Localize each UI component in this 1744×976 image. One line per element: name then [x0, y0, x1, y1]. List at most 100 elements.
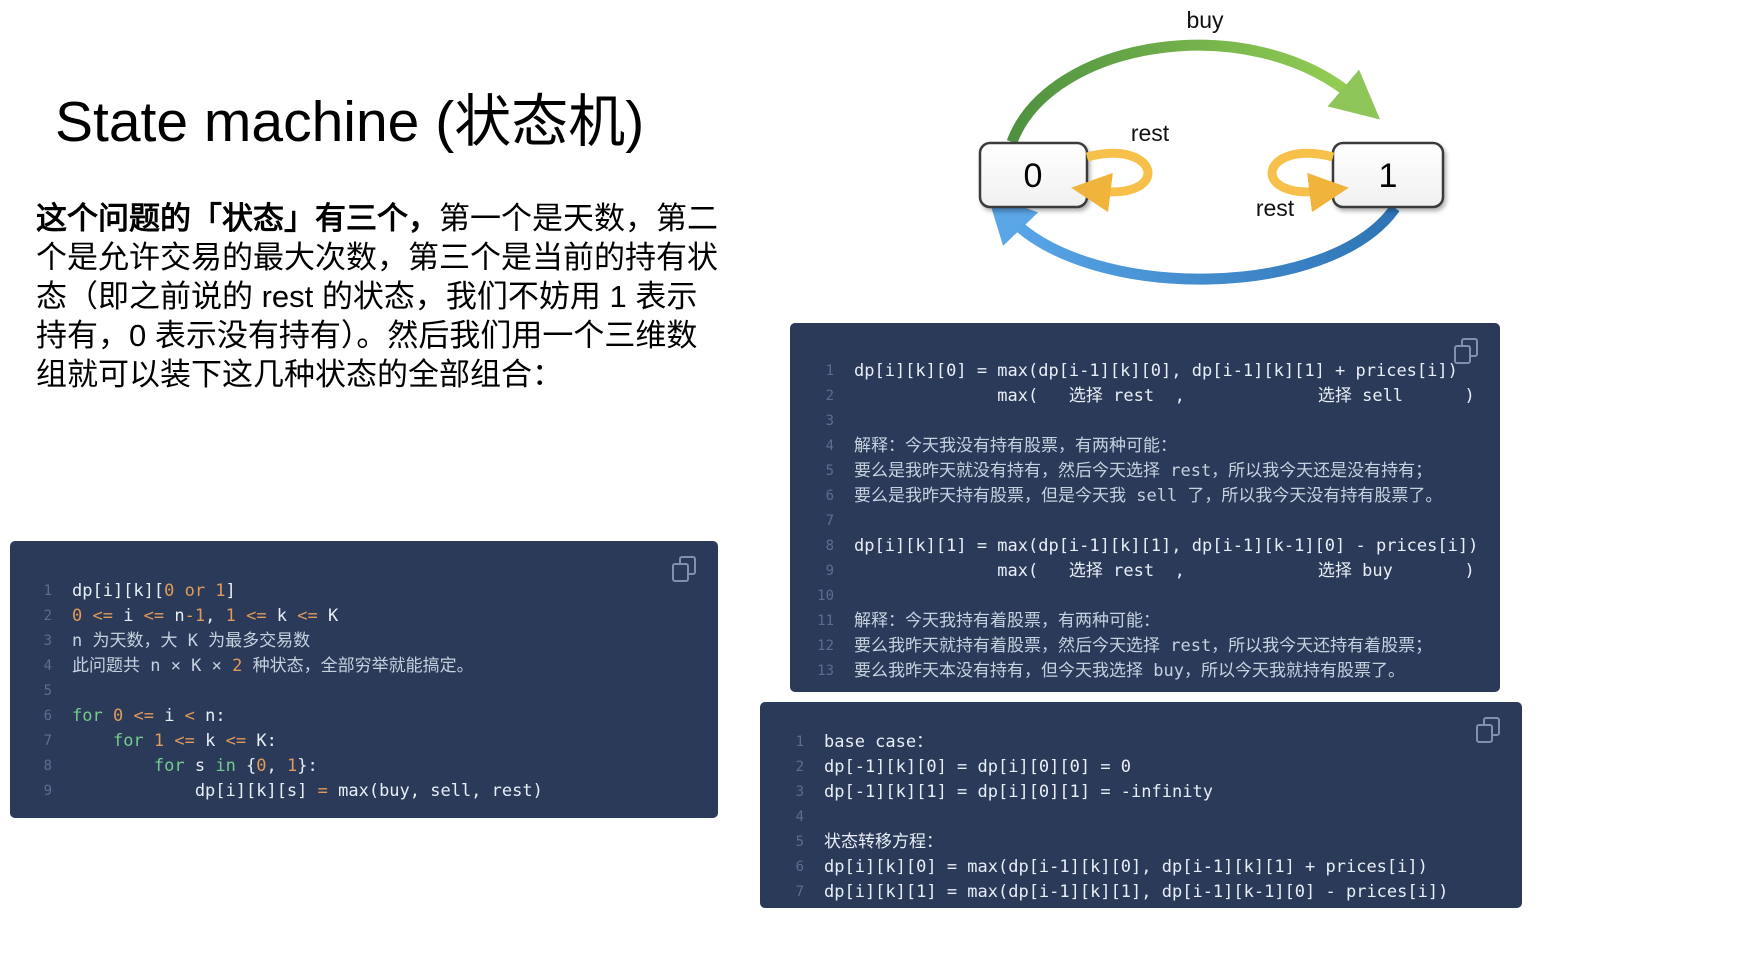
code-text: 解释：今天我持有着股票，有两种可能：: [854, 611, 1160, 631]
line-number: 6: [43, 708, 52, 724]
code-text: for 1 <= k <= K:: [112, 731, 277, 751]
line-number: 7: [795, 884, 804, 900]
code-line: 9 max( 选择 rest , 选择 buy ): [802, 559, 1500, 584]
line-number: 10: [817, 588, 834, 604]
code-text: 要么我昨天本没有持有，但今天我选择 buy，所以今天我就持有股票了。: [854, 661, 1405, 681]
code-text: n 为天数，大 K 为最多交易数: [72, 631, 311, 651]
code-text: dp[i][k][s] = max(buy, sell, rest): [72, 781, 543, 801]
line-number: 5: [795, 834, 804, 850]
paragraph-bold-lead: 这个问题的「状态」有三个，: [36, 201, 439, 236]
line-number: 8: [825, 538, 834, 554]
code-text: dp[i][k][1] = max(dp[i-1][k][1], dp[i-1]…: [824, 882, 1449, 902]
rest-label-state1: rest: [1256, 195, 1295, 221]
code-text: 状态转移方程：: [824, 832, 943, 852]
copy-icon[interactable]: [1454, 338, 1478, 364]
line-number: 4: [795, 809, 804, 825]
line-number: 8: [43, 758, 52, 774]
code-text: for 0 <= i < n:: [72, 706, 226, 726]
code-line: 2 max( 选择 rest , 选择 sell ): [802, 384, 1500, 409]
line-number: 1: [795, 734, 804, 750]
code-text: dp[-1][k][1] = dp[i][0][1] = -infinity: [824, 782, 1213, 802]
code-text: for s in {0, 1}:: [153, 756, 318, 776]
buy-label: buy: [1186, 7, 1224, 33]
rest-label-state0: rest: [1131, 120, 1170, 146]
code-line: 3: [802, 409, 1500, 434]
code-line: 4: [772, 805, 1522, 830]
code-line: 7: [802, 509, 1500, 534]
buy-transition-arrow: [1006, 39, 1381, 144]
code-text: 0 <= i <= n-1, 1 <= k <= K: [72, 606, 339, 626]
copy-icon[interactable]: [672, 556, 696, 582]
code-text: dp[-1][k][0] = dp[i][0][0] = 0: [824, 757, 1132, 777]
line-number: 6: [825, 488, 834, 504]
code-line: 4 解释：今天我没有持有股票，有两种可能：: [802, 434, 1500, 459]
code-line: 9 dp[i][k][s] = max(buy, sell, rest): [20, 779, 718, 804]
copy-icon[interactable]: [1476, 717, 1500, 743]
code-line: 3 n 为天数，大 K 为最多交易数: [20, 629, 718, 654]
code-line: 5 要么是我昨天就没有持有，然后今天选择 rest，所以我今天还是没有持有；: [802, 459, 1500, 484]
state-1-label: 1: [1379, 157, 1398, 195]
line-number: 9: [825, 563, 834, 579]
code-text: dp[i][k][0 or 1]: [72, 581, 236, 601]
code-line: 6 要么是我昨天持有股票，但是今天我 sell 了，所以我今天没有持有股票了。: [802, 484, 1500, 509]
line-number: 1: [825, 363, 834, 379]
code-line: 6 dp[i][k][0] = max(dp[i-1][k][0], dp[i-1…: [772, 855, 1522, 880]
code-line: 11 解释：今天我持有着股票，有两种可能：: [802, 609, 1500, 634]
code-text: 要么是我昨天持有股票，但是今天我 sell 了，所以我今天没有持有股票了。: [854, 486, 1443, 506]
code-block-transition-explained: 1 dp[i][k][0] = max(dp[i-1][k][0], dp[i-1…: [790, 323, 1500, 692]
code-block-states: 1 dp[i][k][0 or 1] 2 0 <= i <= n-1, 1 <= k …: [10, 541, 718, 818]
state-0-label: 0: [1024, 157, 1043, 195]
line-number: 9: [43, 783, 52, 799]
code-text: dp[i][k][0] = max(dp[i-1][k][0], dp[i-1]…: [824, 857, 1428, 877]
line-number: 3: [43, 633, 52, 649]
code-text: 要么是我昨天就没有持有，然后今天选择 rest，所以我今天还是没有持有；: [854, 461, 1433, 481]
line-number: 6: [795, 859, 804, 875]
line-number: 5: [825, 463, 834, 479]
line-number: 4: [825, 438, 834, 454]
code-line: 13 要么我昨天本没有持有，但今天我选择 buy，所以今天我就持有股票了。: [802, 659, 1500, 684]
code-line: 1 base case：: [772, 730, 1522, 755]
rest-self-loop-1: [1267, 148, 1349, 213]
code-block-base-case: 1 base case： 2 dp[-1][k][0] = dp[i][0][0] =…: [760, 702, 1522, 908]
line-number: 2: [43, 608, 52, 624]
code-line: 10: [802, 584, 1500, 609]
line-number: 11: [817, 613, 834, 629]
code-line: 5: [20, 679, 718, 704]
code-text: dp[i][k][0] = max(dp[i-1][k][0], dp[i-1]…: [854, 361, 1458, 381]
line-number: 3: [825, 413, 834, 429]
code-line: 2 0 <= i <= n-1, 1 <= k <= K: [20, 604, 718, 629]
line-number: 2: [825, 388, 834, 404]
code-line: 1 dp[i][k][0] = max(dp[i-1][k][0], dp[i-1…: [802, 359, 1500, 384]
code-line: 2 dp[-1][k][0] = dp[i][0][0] = 0: [772, 755, 1522, 780]
code-line: 4 此问题共 n × K × 2 种状态，全部穷举就能搞定。: [20, 654, 718, 679]
code-line: 8 dp[i][k][1] = max(dp[i-1][k][1], dp[i-1…: [802, 534, 1500, 559]
code-line: 7 for 1 <= k <= K:: [20, 729, 718, 754]
line-number: 2: [795, 759, 804, 775]
paragraph-body: 第一个是天数，第二个是允许交易的最大次数，第三个是当前的持有状态（即之前说的 r…: [36, 201, 718, 392]
line-number: 7: [825, 513, 834, 529]
code-text: 要么我昨天就持有着股票，然后今天选择 rest，所以我今天还持有着股票；: [854, 636, 1433, 656]
code-line: 7 dp[i][k][1] = max(dp[i-1][k][1], dp[i-1…: [772, 880, 1522, 905]
line-number: 1: [43, 583, 52, 599]
sell-transition-arrow: [987, 194, 1400, 285]
code-text: 此问题共 n × K × 2 种状态，全部穷举就能搞定。: [72, 656, 474, 676]
code-text: base case：: [824, 732, 934, 752]
state-machine-diagram: 0 1 buy rest rest: [978, 7, 1445, 285]
code-text: dp[i][k][1] = max(dp[i-1][k][1], dp[i-1]…: [854, 536, 1479, 556]
code-line: 5 状态转移方程：: [772, 830, 1522, 855]
code-line: 6 for 0 <= i < n:: [20, 704, 718, 729]
intro-paragraph: 这个问题的「状态」有三个，第一个是天数，第二个是允许交易的最大次数，第三个是当前…: [36, 199, 726, 394]
line-number: 3: [795, 784, 804, 800]
line-number: 13: [817, 663, 834, 679]
code-line: 8 for s in {0, 1}:: [20, 754, 718, 779]
code-line: 3 dp[-1][k][1] = dp[i][0][1] = -infinity: [772, 780, 1522, 805]
code-text: max( 选择 rest , 选择 buy ): [854, 561, 1475, 581]
line-number: 12: [817, 638, 834, 654]
code-text: 解释：今天我没有持有股票，有两种可能：: [854, 436, 1177, 456]
line-number: 4: [43, 658, 52, 674]
line-number: 5: [43, 683, 52, 699]
code-line: 12 要么我昨天就持有着股票，然后今天选择 rest，所以我今天还持有着股票；: [802, 634, 1500, 659]
line-number: 7: [43, 733, 52, 749]
page-title: State machine (状态机): [55, 90, 645, 154]
